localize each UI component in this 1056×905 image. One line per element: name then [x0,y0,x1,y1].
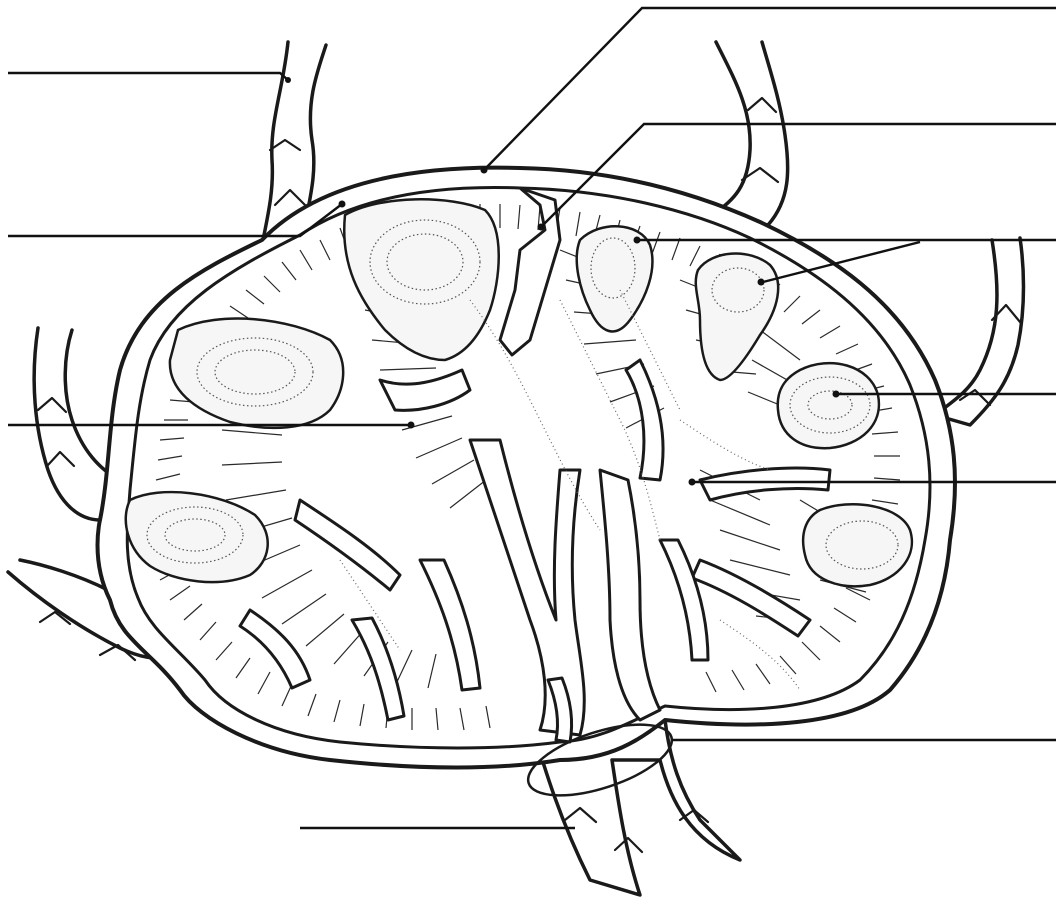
follicle-6 [778,363,879,448]
leader-1 [8,73,291,83]
afferent-vessel-top-right [712,42,788,225]
afferent-vessel-right [935,238,1024,425]
follicle-7 [803,504,912,586]
